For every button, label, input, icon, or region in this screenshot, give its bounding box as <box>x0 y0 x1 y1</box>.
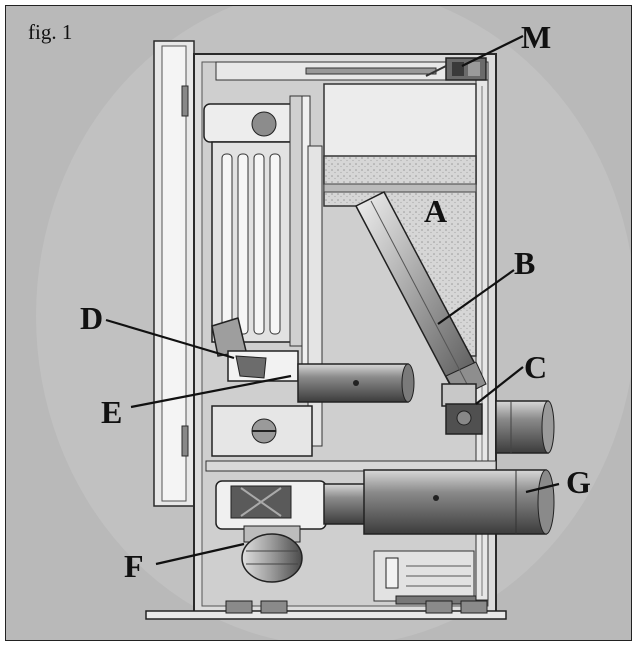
leader-line-g <box>525 482 560 494</box>
callout-a: A <box>424 193 448 229</box>
stove-cutaway-diagram <box>36 6 631 640</box>
leader-line-f <box>155 542 245 566</box>
leader-line-m <box>461 35 524 67</box>
callout-d: D <box>80 300 104 336</box>
leader-line-c <box>475 366 524 405</box>
control-board <box>373 550 477 605</box>
lower-firebox <box>205 405 497 472</box>
callout-f: F <box>124 548 144 584</box>
callout-c: C <box>524 349 548 385</box>
air-intake-tube-e <box>297 363 415 403</box>
leader-lines <box>105 35 560 566</box>
rear-air-inlet-pipe <box>495 400 555 454</box>
leader-line-d <box>105 318 235 360</box>
exhaust-fan-g <box>215 469 555 535</box>
leader-line-e <box>130 374 292 409</box>
callout-m: M <box>521 19 552 55</box>
figure-label: fig. 1 <box>28 20 73 44</box>
heat-exchanger <box>203 95 323 447</box>
callout-g: G <box>566 464 591 500</box>
leader-line-b <box>437 269 515 325</box>
callout-e: E <box>101 394 123 430</box>
gear-motor-c <box>441 383 483 435</box>
figure-frame: fig. 1 <box>5 5 632 641</box>
burn-pot-d <box>211 317 299 382</box>
callout-b: B <box>514 245 536 281</box>
fan-motor-f <box>241 525 303 583</box>
base-plate <box>145 600 507 620</box>
motor-m-component <box>425 57 487 81</box>
front-door-panel <box>153 40 195 507</box>
